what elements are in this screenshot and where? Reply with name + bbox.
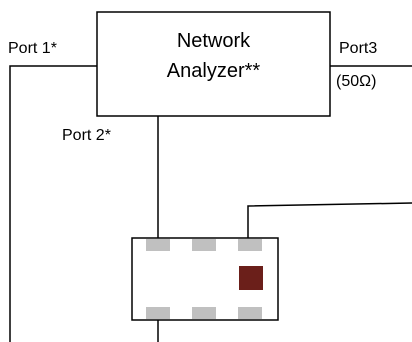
analyzer-title-line2: Analyzer** <box>166 60 261 82</box>
top-pad-right <box>238 239 262 251</box>
port1-line <box>9 65 97 342</box>
port3-termination-label: (50Ω) <box>336 73 377 90</box>
top-pad-middle <box>192 239 216 251</box>
network-analyzer-box <box>96 11 331 117</box>
analyzer-title: Network Analyzer** <box>97 26 330 86</box>
port1-label: Port 1* <box>8 40 57 57</box>
bottom-pad-right <box>238 307 262 319</box>
dut-output-line <box>247 202 412 238</box>
bottom-pad-middle <box>192 307 216 319</box>
top-pad-left <box>146 239 170 251</box>
bottom-pad-left <box>146 307 170 319</box>
component-die <box>239 266 263 290</box>
port3-label: Port3 <box>339 40 378 57</box>
port2-label: Port 2* <box>62 127 111 144</box>
analyzer-title-line1: Network <box>176 30 251 52</box>
